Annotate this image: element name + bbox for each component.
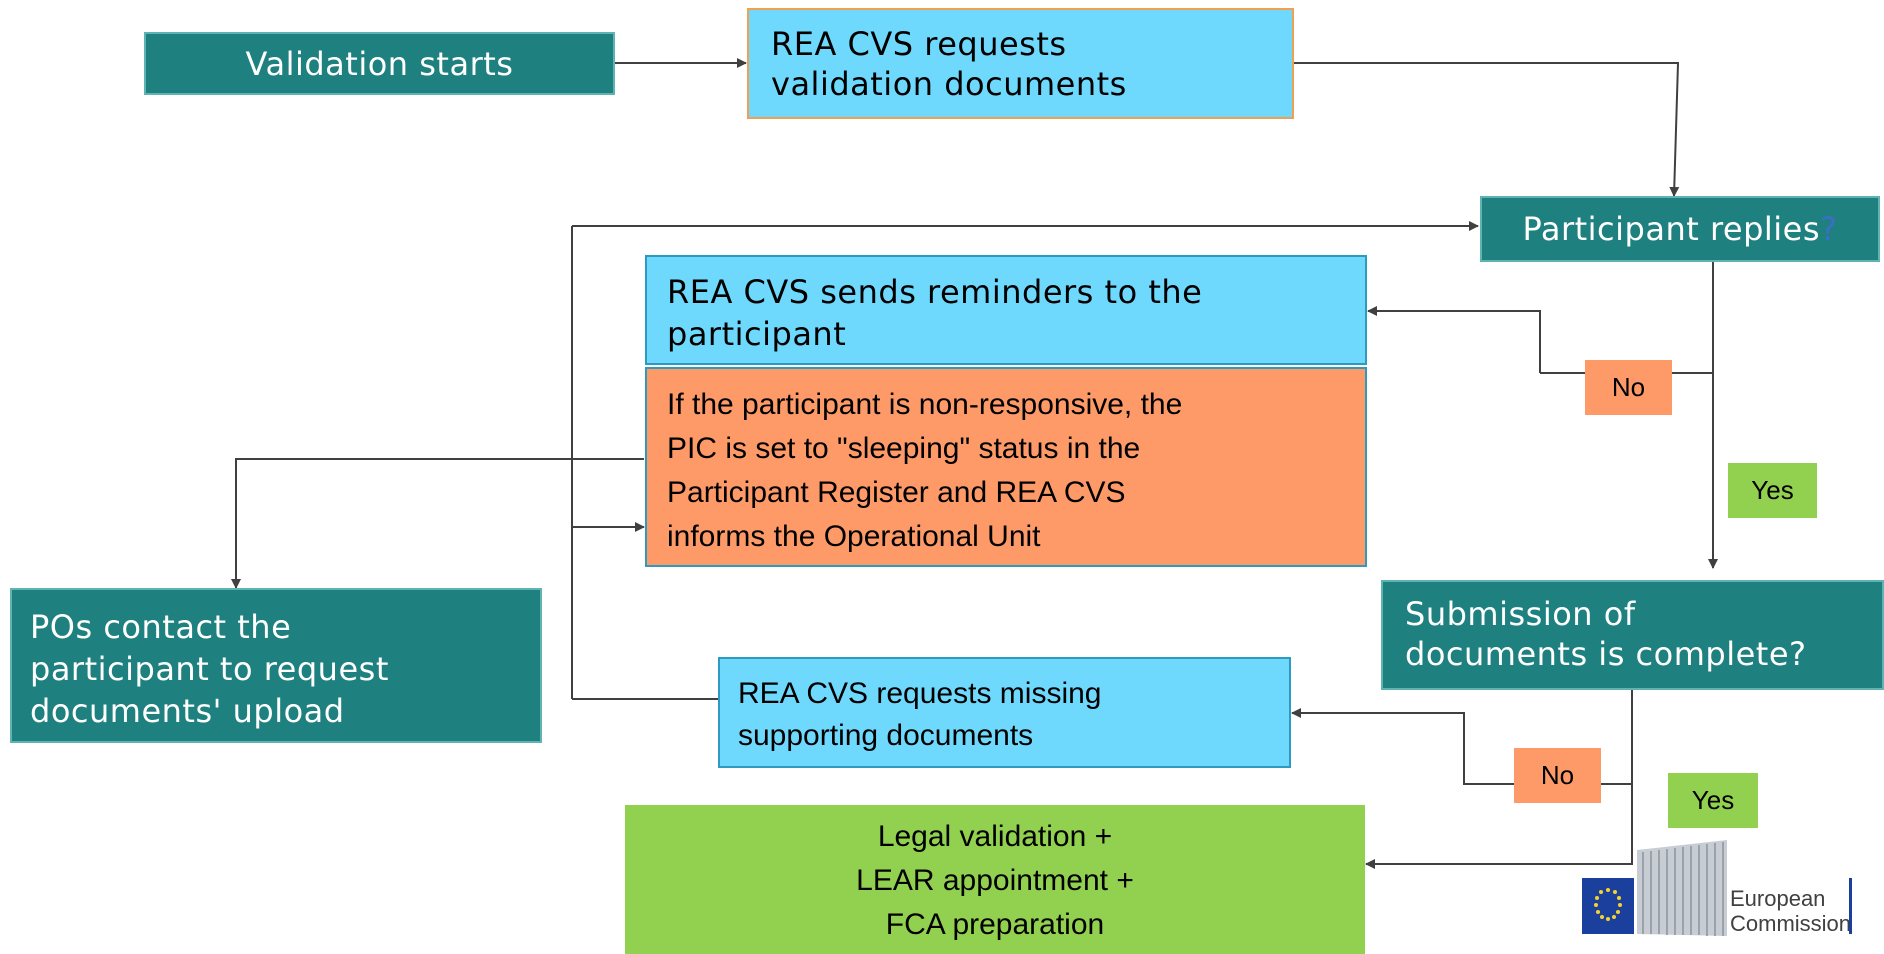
node-reminders: REA CVS sends reminders to the participa… [645, 255, 1367, 365]
node-missing-docs-line1: REA CVS requests missing [738, 677, 1102, 710]
node-legal-validation-line1: Legal validation + [877, 820, 1113, 853]
node-validation-starts: Validation starts [144, 32, 615, 95]
node-legal-validation-line2: LEAR appointment + [856, 864, 1134, 897]
node-rea-requests-docs-line2: validation documents [771, 65, 1127, 103]
node-participant-replies-qmark: ? [1820, 210, 1838, 248]
ec-logo-line1: European [1730, 886, 1826, 911]
label-no-1-text: No [1611, 372, 1646, 402]
node-legal-validation-line3: FCA preparation [885, 908, 1105, 941]
node-missing-docs-line2: supporting documents [738, 719, 1034, 752]
label-no-2: No [1514, 748, 1601, 803]
node-pos-contact-line1: POs contact the [30, 608, 292, 646]
node-participant-replies: Participant replies? [1480, 196, 1880, 262]
label-no-1: No [1585, 360, 1672, 415]
node-non-responsive-line2: PIC is set to "sleeping" status in the [667, 432, 1141, 465]
node-reminders-line2: participant [667, 315, 847, 353]
node-pos-contact: POs contact the participant to request d… [10, 588, 542, 743]
node-submission-complete: Submission of documents is complete? [1381, 580, 1884, 690]
label-yes-2: Yes [1668, 773, 1758, 828]
node-reminders-line1: REA CVS sends reminders to the [667, 273, 1203, 311]
european-commission-logo: European Commission [1577, 838, 1857, 940]
node-pos-contact-line3: documents' upload [30, 692, 345, 730]
node-pos-contact-line2: participant to request [30, 650, 389, 688]
node-legal-validation: Legal validation + LEAR appointment + FC… [625, 805, 1365, 954]
node-non-responsive: If the participant is non-responsive, th… [645, 367, 1367, 567]
label-yes-1-text: Yes [1751, 475, 1794, 505]
node-validation-starts-label: Validation starts [245, 44, 514, 83]
node-non-responsive-line4: informs the Operational Unit [667, 520, 1041, 553]
ec-building-icon [1582, 840, 1727, 936]
node-submission-complete-line2: documents is complete? [1405, 635, 1807, 673]
label-yes-1: Yes [1728, 463, 1817, 518]
node-missing-docs: REA CVS requests missing supporting docu… [718, 657, 1291, 768]
ec-logo-divider [1849, 878, 1852, 934]
node-non-responsive-line1: If the participant is non-responsive, th… [667, 388, 1183, 421]
node-participant-replies-label: Participant replies [1522, 210, 1821, 248]
label-yes-2-text: Yes [1691, 785, 1735, 815]
node-rea-requests-docs: REA CVS requests validation documents [747, 8, 1294, 119]
ec-logo-text: European Commission [1730, 886, 1851, 936]
label-no-2-text: No [1540, 760, 1575, 790]
node-submission-complete-line1: Submission of [1405, 595, 1636, 633]
node-rea-requests-docs-line1: REA CVS requests [771, 25, 1067, 63]
node-non-responsive-line3: Participant Register and REA CVS [667, 476, 1126, 509]
ec-logo-line2: Commission [1730, 911, 1852, 936]
